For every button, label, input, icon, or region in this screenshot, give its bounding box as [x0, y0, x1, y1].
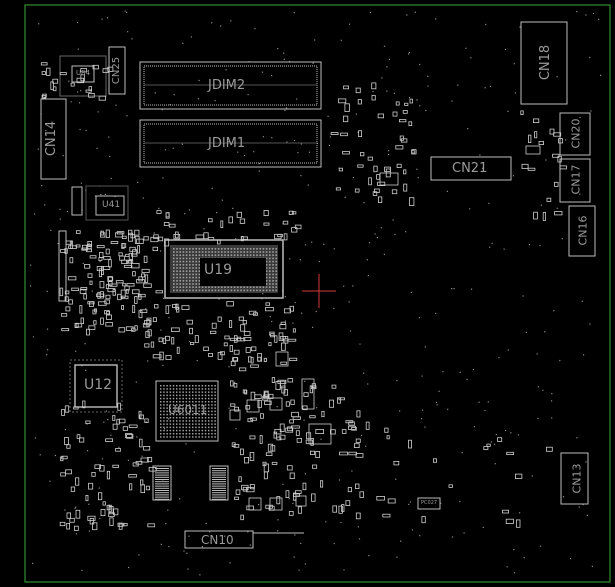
soic-chip-left[interactable] [152, 465, 172, 501]
cn16-connector[interactable] [568, 205, 596, 257]
u12-label: U12 [84, 377, 113, 393]
pc027-part[interactable] [417, 497, 441, 510]
board-outline [24, 4, 611, 583]
u41-label: U41 [102, 200, 121, 210]
u19-label: U19 [204, 262, 233, 278]
u12-chip[interactable] [69, 359, 123, 413]
u19-cpu[interactable] [164, 239, 284, 299]
cn20-label: CN20 [569, 118, 583, 149]
u41-chip[interactable] [95, 195, 125, 216]
jdim1-slot[interactable] [139, 119, 322, 168]
cn21-label: CN21 [452, 161, 488, 176]
cn17-connector[interactable] [559, 158, 591, 203]
cn18-connector[interactable] [520, 21, 568, 105]
cn18-label: CN18 [538, 44, 554, 81]
cn14-label: CN14 [44, 120, 60, 157]
cn10-connector[interactable] [184, 530, 254, 549]
cn14-connector[interactable] [40, 98, 67, 180]
jdim2-slot[interactable] [139, 61, 322, 110]
jdim2-label: JDIM2 [208, 78, 246, 93]
cn13-label: CN13 [570, 463, 584, 494]
left-edge-connector[interactable] [58, 230, 67, 302]
cn16-label: CN16 [576, 215, 590, 246]
cn21-connector[interactable] [430, 156, 512, 181]
soic-chip-right[interactable] [209, 465, 229, 501]
u84-label: U84 [76, 69, 91, 77]
u84-chip[interactable] [59, 55, 107, 97]
crosshair-cursor [302, 274, 336, 308]
cn20-connector[interactable] [559, 112, 591, 156]
via-field [30, 10, 602, 576]
cn10-label: CN10 [201, 533, 234, 547]
u6011-chip[interactable] [155, 380, 219, 442]
u6011-label: U6011 [168, 403, 208, 417]
jdim1-label: JDIM1 [208, 136, 246, 151]
cn13-connector[interactable] [560, 452, 589, 505]
cn17-label: CN17 [569, 164, 583, 195]
pc027-label: PC027 [421, 500, 438, 506]
cn25-label: CN25 [111, 56, 123, 85]
